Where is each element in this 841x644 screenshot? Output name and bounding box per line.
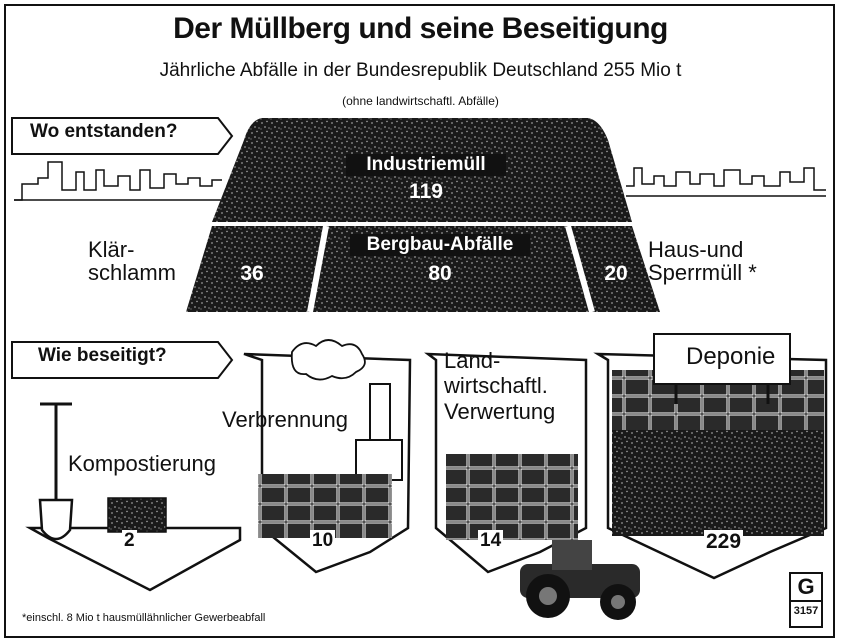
logo-number: 3157 xyxy=(791,600,821,620)
disposal-value-landwirtschaft: 14 xyxy=(478,530,504,552)
chimney-icon xyxy=(290,339,403,481)
page-title: Der Müllberg und seine Beseitigung xyxy=(173,12,668,45)
source-value-industrie: 119 xyxy=(409,180,443,203)
tractor-icon xyxy=(520,540,640,620)
incineration-block xyxy=(258,474,392,538)
disposal-value-kompost: 2 xyxy=(122,530,137,552)
source-label-industrie: Industriemüll xyxy=(346,154,506,176)
skyline-right xyxy=(626,167,826,191)
disposal-value-deponie: 229 xyxy=(704,530,744,554)
agri-block xyxy=(446,454,578,540)
heap-lower xyxy=(186,226,660,312)
section2-label: Wie beseitigt? xyxy=(38,345,167,366)
disposal-value-verbrennung: 10 xyxy=(310,530,336,552)
footnote: *einschl. 8 Mio t hausmüllähnlicher Gewe… xyxy=(22,612,266,624)
disposal-label-deponie: Deponie xyxy=(686,343,776,370)
logo-letter: G xyxy=(797,574,815,599)
source-label-hausmuell: Haus-und Sperrmüll * xyxy=(648,237,757,286)
subtitle-note: (ohne landwirtschaftl. Abfälle) xyxy=(342,94,499,108)
deponie-sign xyxy=(653,333,791,385)
section2-arrow xyxy=(11,341,234,379)
skyline-left xyxy=(14,161,222,201)
disposal-label-landwirtschaft: Land- wirtschaftl. Verwertung xyxy=(444,348,556,424)
disposal-label-verbrennung: Verbrennung xyxy=(222,407,348,432)
source-value-klaerschlamm: 36 xyxy=(240,262,264,285)
source-value-hausmuell: 20 xyxy=(604,262,628,285)
page-subtitle: Jährliche Abfälle in der Bundesrepublik … xyxy=(159,60,682,81)
frame-border xyxy=(4,4,835,638)
section1-label: Wo entstanden? xyxy=(30,121,178,142)
funnel-kompostierung xyxy=(25,526,242,592)
source-value-bergbau: 80 xyxy=(428,262,452,285)
source-label-klaerschlamm: Klär- schlamm xyxy=(88,237,177,286)
shovel-icon xyxy=(38,402,74,541)
landfill-body xyxy=(612,430,824,536)
publisher-logo: G 3157 xyxy=(789,572,823,628)
disposal-label-kompost: Kompostierung xyxy=(68,451,216,476)
section1-arrow xyxy=(11,117,234,155)
compost-block xyxy=(107,497,167,533)
source-label-bergbau: Bergbau-Abfälle xyxy=(350,234,530,256)
